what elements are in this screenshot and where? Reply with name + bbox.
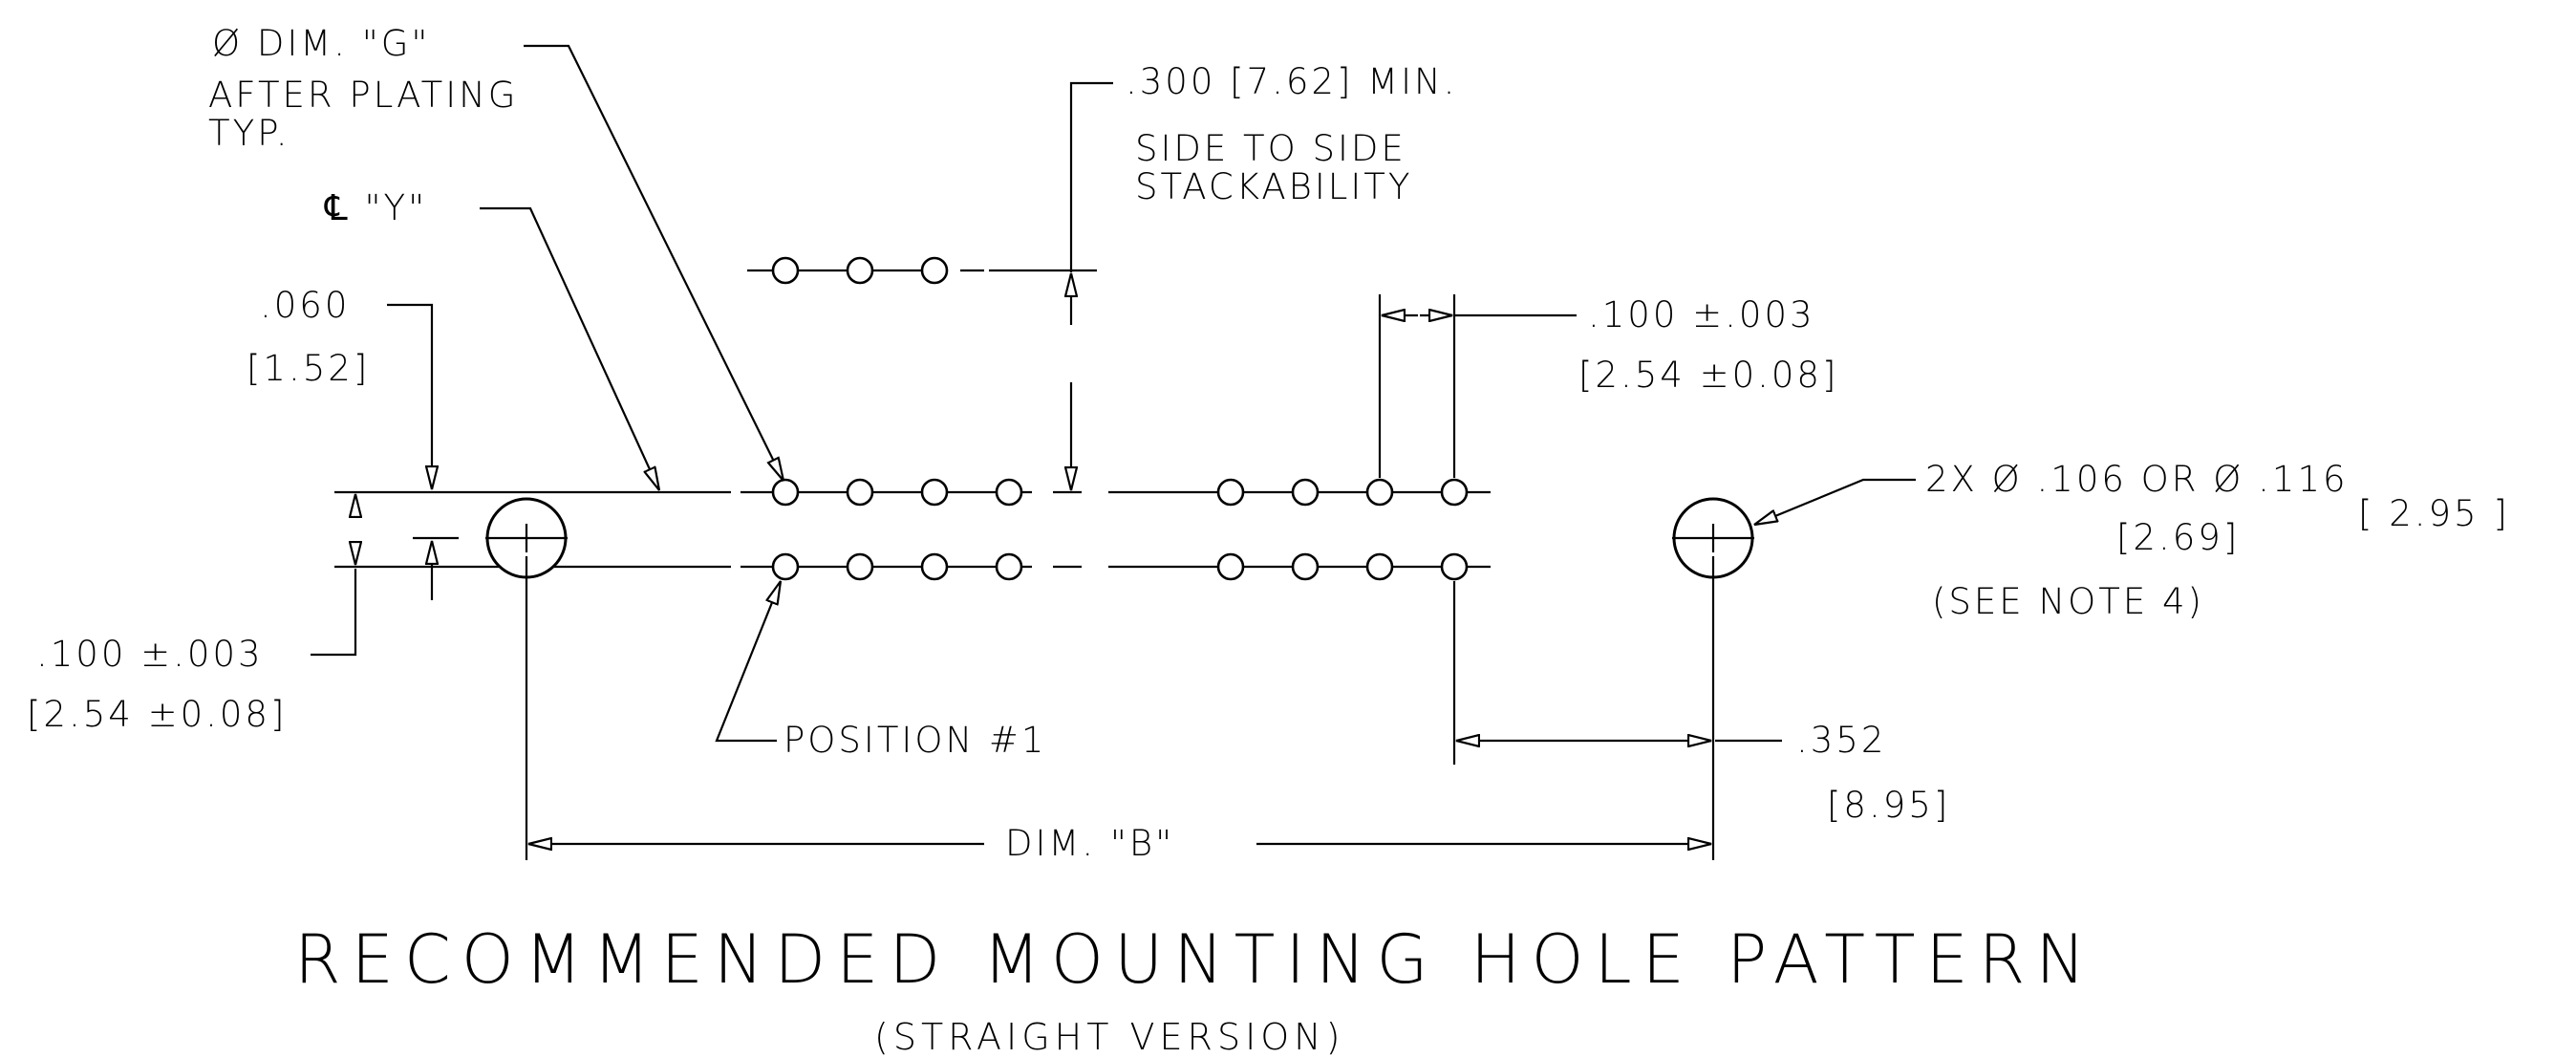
drawing-title: RECOMMENDED MOUNTING HOLE PATTERN [294, 920, 2096, 999]
contact-hole [1365, 478, 1394, 507]
contact-hole [846, 552, 874, 581]
offset-060-inch: .060 [260, 285, 350, 326]
contact-hole [1365, 552, 1394, 581]
stack-hole-row [771, 256, 949, 285]
mount-hole-label: 2X Ø .106 OR Ø .116 [1925, 459, 2349, 500]
mount-hole-alt-mm: [ 2.95 ] [2358, 493, 2510, 534]
centerline-y-label: ℄ "Y" [324, 187, 427, 228]
stackability-line2: STACKABILITY [1135, 166, 1413, 207]
stack-hole [846, 256, 874, 285]
row-pitch-mm: [2.54 ±0.08] [27, 694, 287, 735]
drawing-subtitle: (STRAIGHT VERSION) [874, 1016, 1344, 1058]
contact-hole [995, 552, 1023, 581]
labels: Ø DIM. "G" AFTER PLATING TYP. ℄ "Y" .060… [27, 23, 2510, 1058]
contact-hole [995, 478, 1023, 507]
min-300-label: .300 [7.62] MIN. [1126, 61, 1457, 102]
contact-hole [1216, 478, 1245, 507]
dimension-lines [311, 44, 1916, 844]
after-plating-label: AFTER PLATING [208, 75, 518, 116]
offset-060-mm: [1.52] [247, 348, 370, 389]
contact-hole [920, 478, 949, 507]
mounting-hole-right [1672, 497, 1754, 860]
edge-352-mm: [8.95] [1827, 785, 1950, 826]
contact-hole [1440, 552, 1469, 581]
stackability-line1: SIDE TO SIDE [1135, 128, 1406, 169]
stack-hole [920, 256, 949, 285]
contact-hole [1291, 478, 1320, 507]
pitch-top-mm: [2.54 ±0.08] [1578, 355, 1838, 396]
edge-352-inch: .352 [1796, 720, 1886, 761]
dim-g-label: Ø DIM. "G" [212, 23, 430, 64]
row-pitch-inch: .100 ±.003 [36, 634, 264, 675]
mount-hole-note: (SEE NOTE 4) [1932, 581, 2204, 622]
contact-hole [1291, 552, 1320, 581]
contact-hole [846, 478, 874, 507]
contact-hole [1440, 478, 1469, 507]
position-1-label: POSITION #1 [784, 720, 1046, 761]
contact-hole [1216, 552, 1245, 581]
stack-hole [771, 256, 800, 285]
pitch-top-inch: .100 ±.003 [1588, 294, 1815, 335]
contact-hole-position-1 [771, 552, 800, 581]
contact-hole-row-2 [771, 552, 1469, 581]
mount-hole-mm: [2.69] [2116, 517, 2240, 558]
mounting-hole-left [485, 497, 568, 860]
typ-label: TYP. [208, 113, 290, 154]
contact-hole [771, 478, 800, 507]
contact-hole-row-1 [771, 478, 1469, 507]
dim-b-label: DIM. "B" [1005, 823, 1174, 864]
contact-hole [920, 552, 949, 581]
